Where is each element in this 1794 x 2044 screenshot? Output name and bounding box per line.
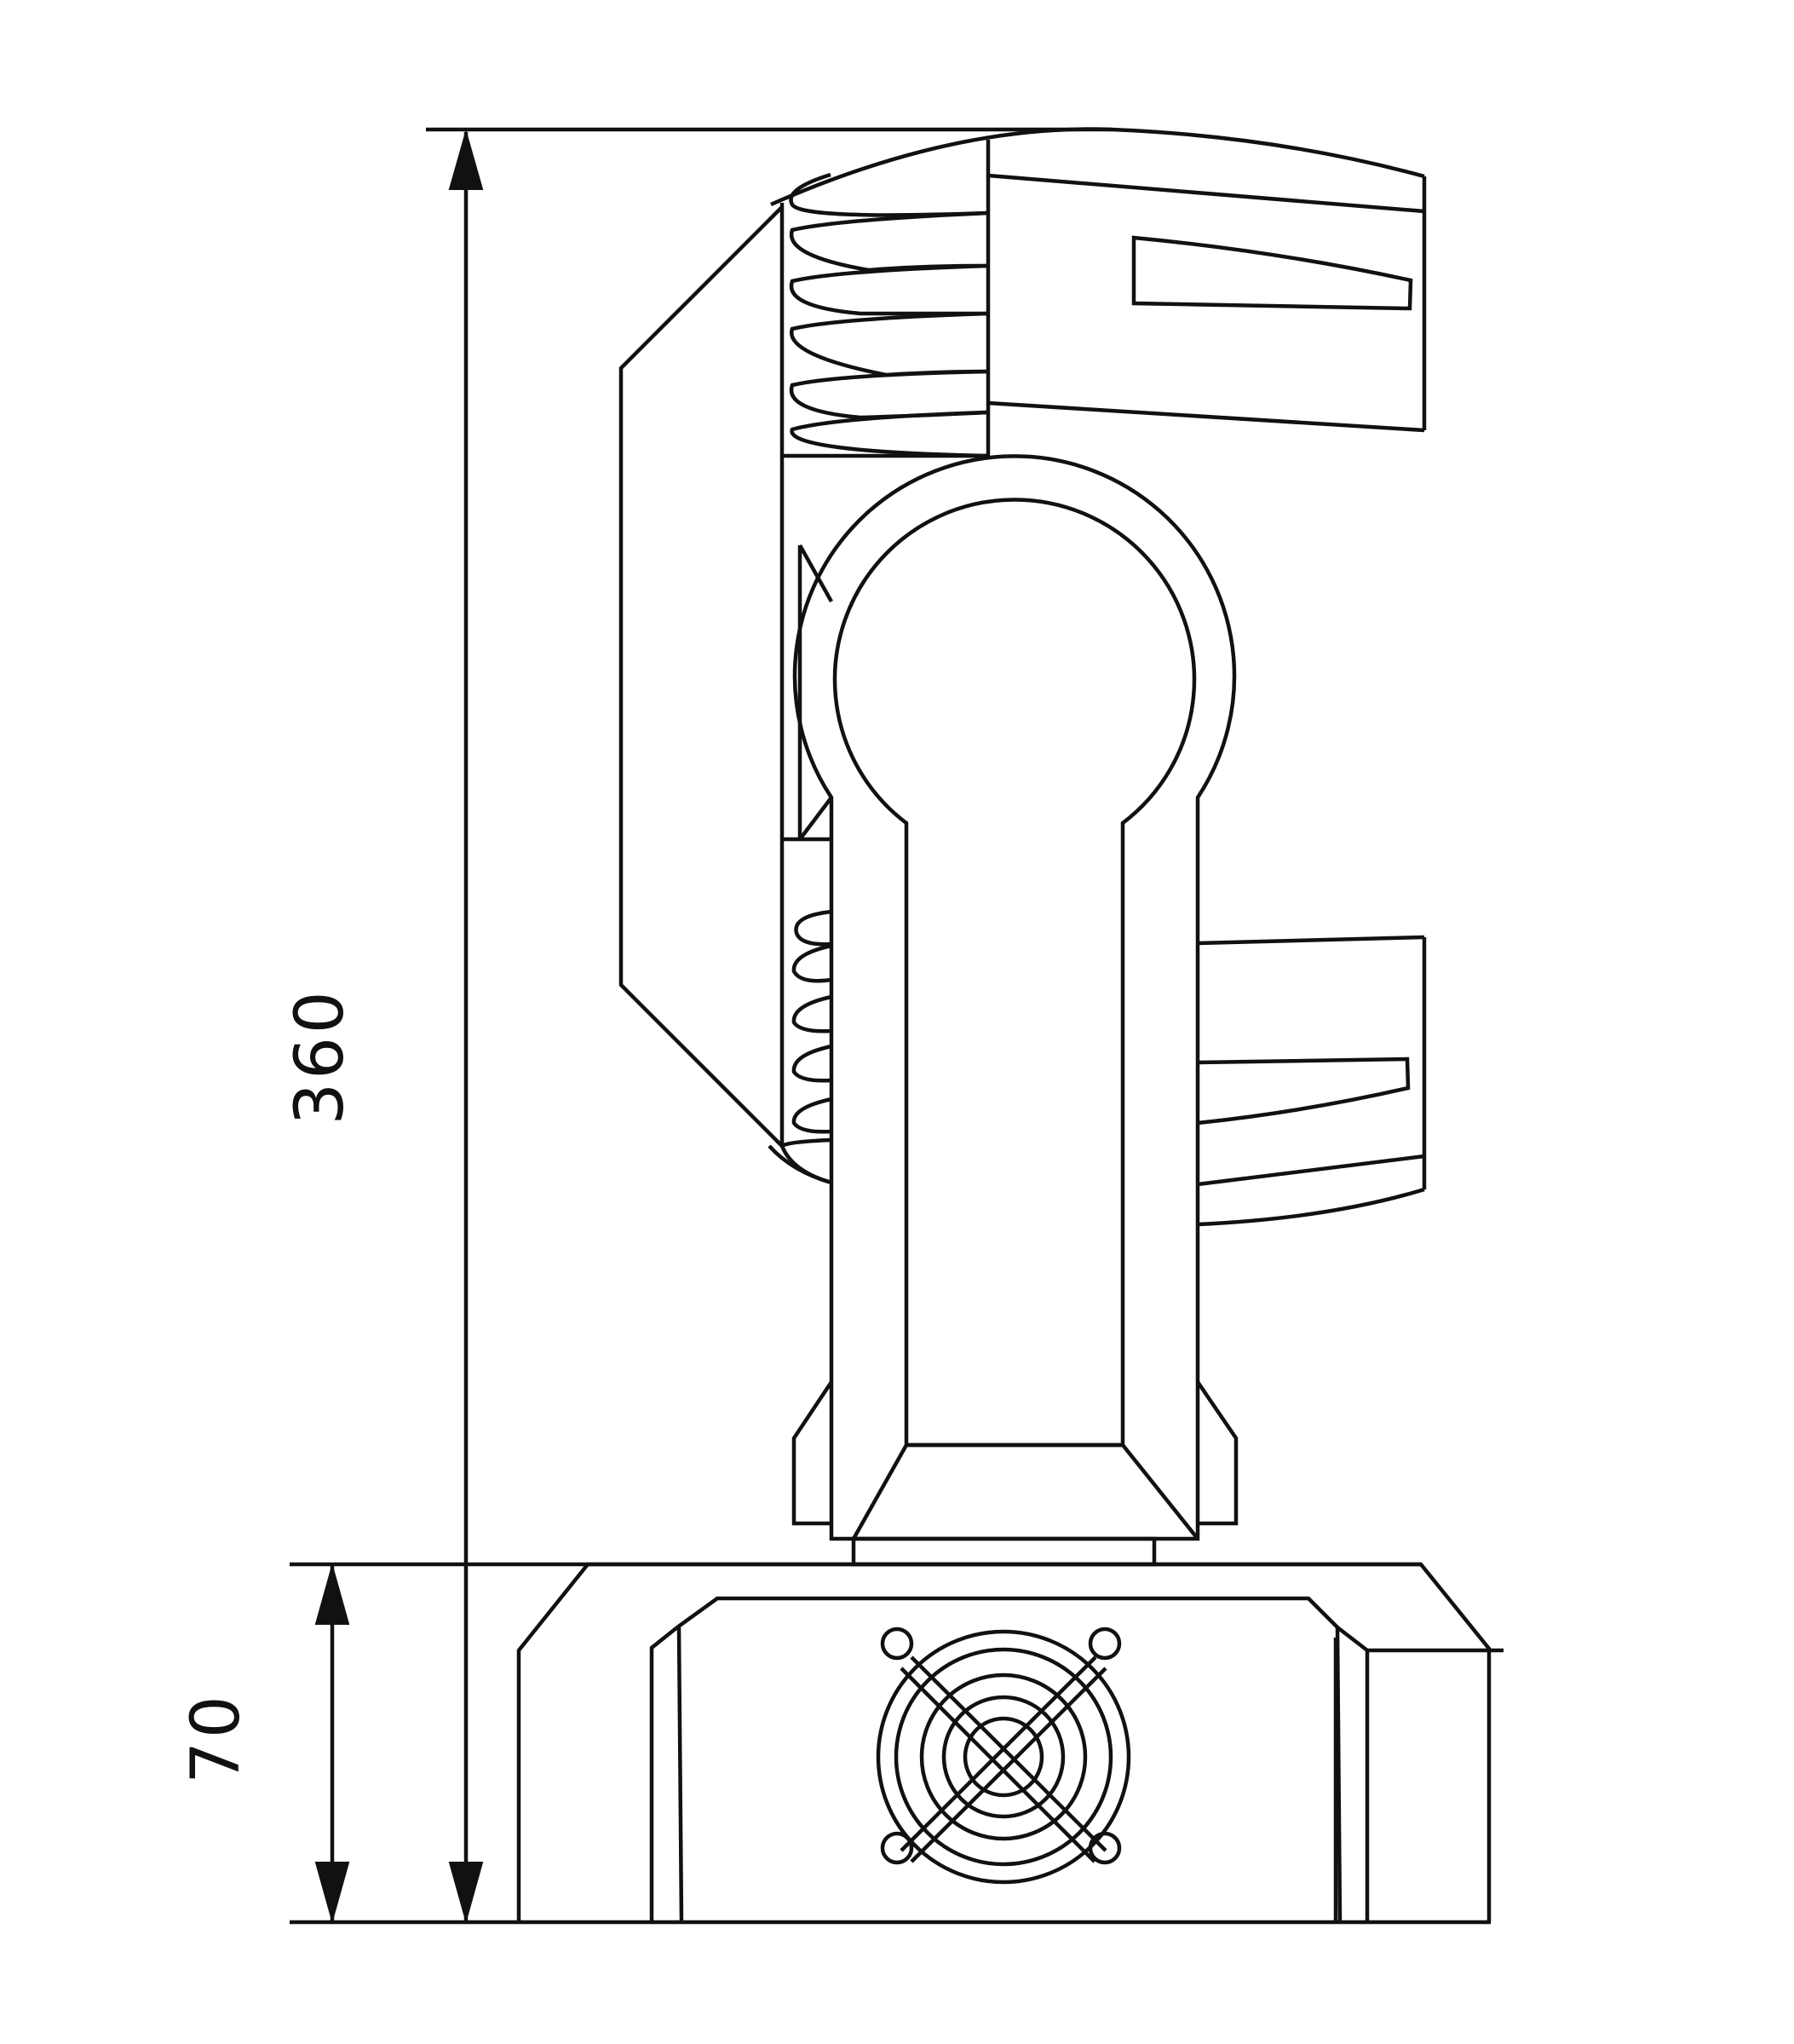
head-top-band xyxy=(987,173,1425,214)
fan-grille-icon xyxy=(876,1627,1131,1885)
fin xyxy=(789,369,989,420)
fin xyxy=(791,994,832,1034)
yoke-outer xyxy=(792,454,1237,1541)
fin xyxy=(791,1044,832,1083)
arrowhead-top xyxy=(448,129,484,190)
fan-bar-a2 xyxy=(900,1667,1096,1863)
head-lower-band-bottom xyxy=(1197,1154,1425,1187)
base-front-panel-inner-right xyxy=(1336,1626,1369,1652)
head-cooling-fins-upper xyxy=(789,172,989,458)
fan-bar-b2 xyxy=(910,1667,1107,1863)
head-lower-band-top xyxy=(1197,935,1425,946)
base-outline xyxy=(516,1562,1492,1922)
fan-ring-outer xyxy=(876,1629,1131,1885)
arrowhead-base-top xyxy=(314,1563,350,1625)
head-lower-lens-bottom xyxy=(768,1144,832,1185)
fan-ring-3 xyxy=(919,1673,1088,1841)
fan-ring-2 xyxy=(894,1647,1113,1867)
dimension-overall-height: 360 xyxy=(282,127,1112,1924)
head-bottom-curve xyxy=(1197,1187,1425,1227)
head-top-curve xyxy=(770,127,1425,207)
fan-screw-hole-tr xyxy=(1088,1627,1122,1661)
fin xyxy=(789,210,989,273)
fan-bar-a1 xyxy=(910,1655,1107,1852)
head-vent-slot-lower xyxy=(1197,1057,1411,1126)
head-lens-front xyxy=(618,205,784,1148)
yoke-bracket-left xyxy=(791,1380,833,1526)
head-vent-slot-upper xyxy=(1131,235,1413,311)
fin xyxy=(790,311,989,377)
arrowhead-bottom xyxy=(448,1862,484,1924)
head-lower-fins-rib xyxy=(798,796,833,841)
head-upper-fins-rib xyxy=(798,544,833,603)
base-front-panel-inner-left xyxy=(676,1627,684,1923)
fan-bar-b1 xyxy=(900,1655,1097,1852)
moving-head xyxy=(618,127,1427,1227)
fin xyxy=(789,263,989,316)
yoke-neck xyxy=(851,1536,1157,1567)
yoke-bracket-right xyxy=(1196,1380,1239,1526)
yoke-lower-trapezoid xyxy=(852,1442,1199,1540)
yoke-inner xyxy=(832,498,1197,1448)
fan-screw-hole-tl xyxy=(880,1627,914,1661)
fan-ring-4 xyxy=(941,1695,1066,1819)
dimension-base-height: 70 xyxy=(178,1562,1491,1925)
arrowhead-base-bottom xyxy=(314,1862,350,1924)
fan-ring-5 xyxy=(963,1716,1044,1798)
head-mid-band xyxy=(987,400,1425,433)
yoke-arm xyxy=(791,454,1239,1567)
fin xyxy=(791,943,832,983)
fin xyxy=(790,410,989,458)
fin xyxy=(794,909,832,947)
dimension-label-overall: 360 xyxy=(282,988,359,1126)
fan-screw-hole-bl xyxy=(880,1831,914,1865)
dimension-label-base: 70 xyxy=(178,1692,255,1783)
fin xyxy=(791,1097,832,1134)
head-cooling-fins-lower xyxy=(779,909,832,1185)
fin xyxy=(789,172,989,217)
fan-screw-hole-br xyxy=(1088,1831,1122,1865)
